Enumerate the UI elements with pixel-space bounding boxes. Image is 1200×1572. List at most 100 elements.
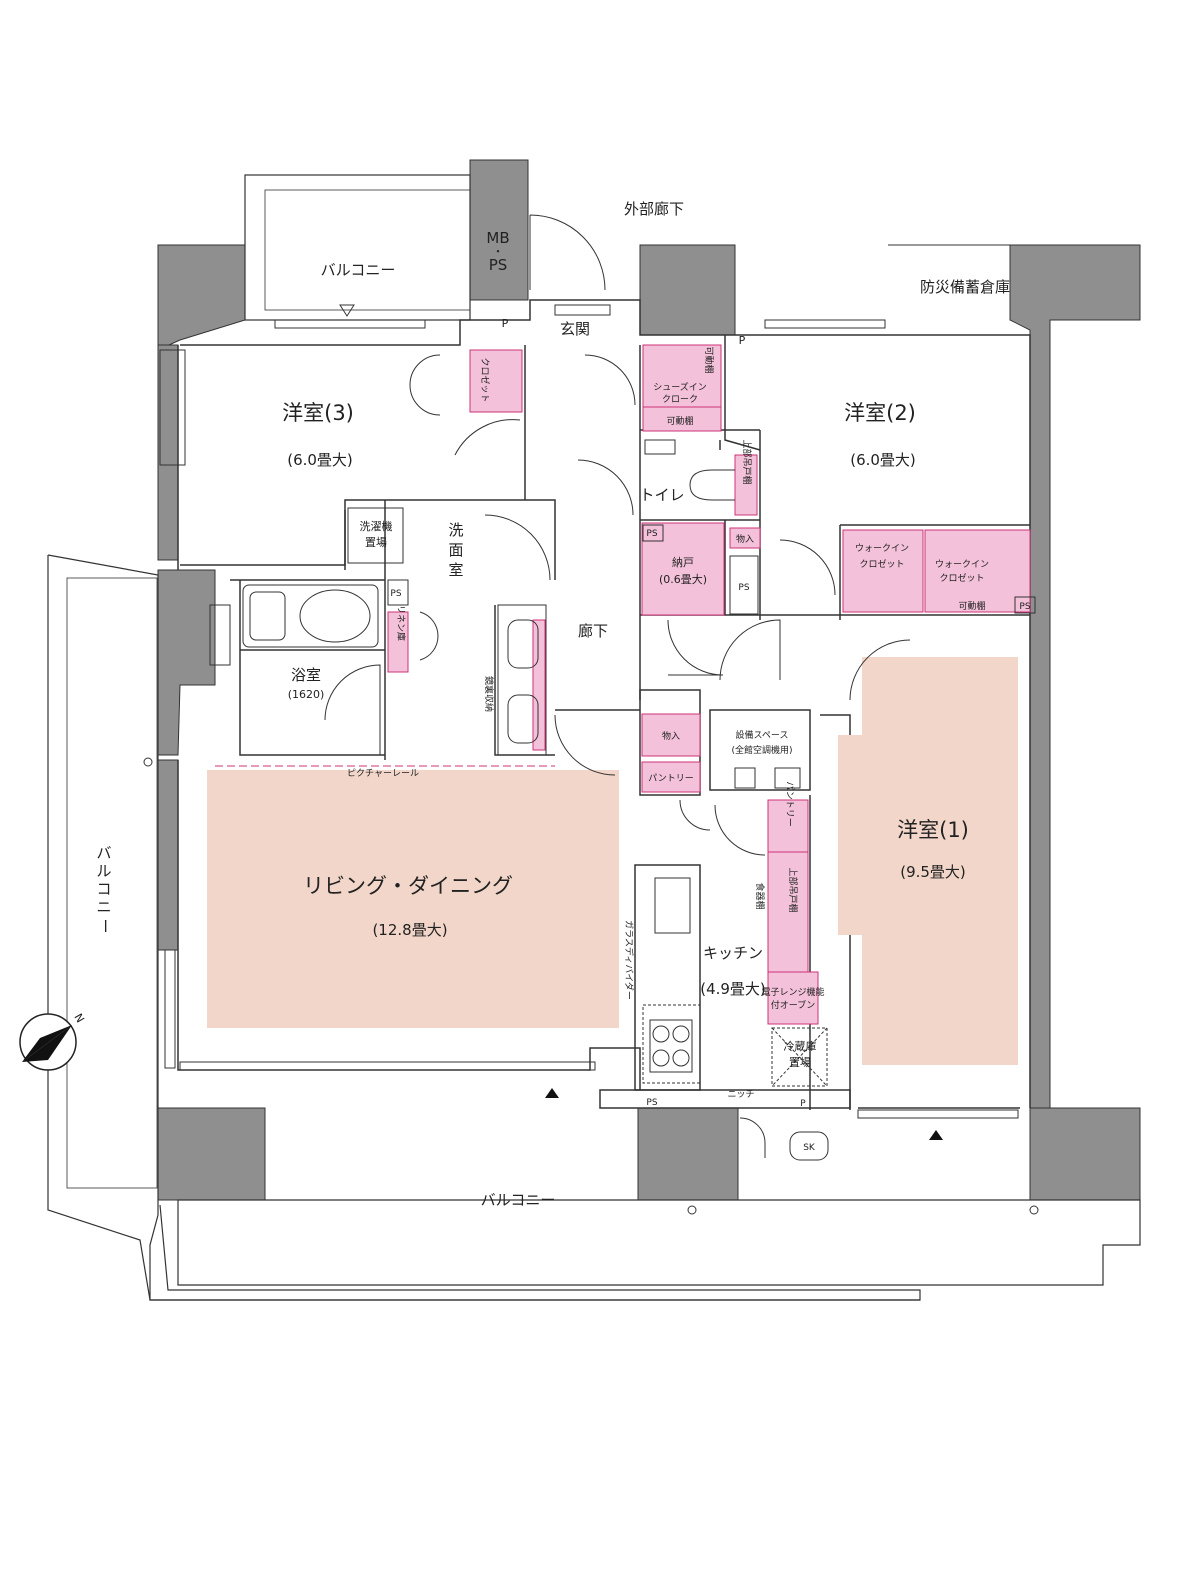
pantry-right-label: パントリー bbox=[784, 781, 795, 826]
linen-label: リネン庫 bbox=[395, 605, 407, 641]
fixtures bbox=[143, 214, 1039, 1215]
wic2-label-b: クロゼット bbox=[939, 572, 984, 584]
ps-kitchen: PS bbox=[646, 1098, 657, 1108]
room3-closet-label: クロゼット bbox=[479, 357, 491, 402]
kitchen-size: (4.9畳大) bbox=[700, 980, 766, 998]
outer-corridor-label: 外部廊下 bbox=[624, 200, 684, 218]
sink-1 bbox=[507, 619, 539, 669]
mirror-cabinet[interactable] bbox=[532, 619, 546, 751]
kitchen-upper-cabinet[interactable] bbox=[767, 851, 809, 973]
compass-north: N bbox=[71, 1011, 86, 1025]
storage-units bbox=[387, 344, 1031, 1025]
kitchen-island-top bbox=[654, 877, 691, 934]
room3-size: (6.0畳大) bbox=[287, 451, 353, 469]
room-highlights bbox=[207, 657, 1018, 1065]
fridge-label-2: 置場 bbox=[789, 1056, 811, 1069]
mono-in-kitchen-label: 物入 bbox=[662, 730, 680, 742]
compass-icon bbox=[19, 1013, 77, 1071]
room3-closet[interactable] bbox=[469, 349, 523, 413]
mbps-label-dot: ・ bbox=[493, 245, 504, 258]
wic1-label-b: クロゼット bbox=[859, 558, 904, 570]
washer-label-1: 洗濯機 bbox=[360, 519, 393, 533]
washroom-label-3: 室 bbox=[448, 561, 463, 579]
living-area-fill bbox=[207, 770, 619, 1028]
toilet-cabinet-label: 上部吊戸棚 bbox=[741, 439, 753, 484]
storage-small-size: (0.6畳大) bbox=[659, 572, 707, 586]
niche-label: ニッチ bbox=[727, 1089, 754, 1100]
room3-name: 洋室(3) bbox=[282, 401, 354, 425]
shoes-movable-shelf[interactable] bbox=[642, 406, 722, 432]
toilet-bowl bbox=[689, 469, 735, 501]
toilet-cabinet[interactable] bbox=[734, 454, 758, 516]
corridor-label: 廊下 bbox=[578, 622, 608, 640]
wic-shelf-label: 可動棚 bbox=[958, 600, 985, 612]
equip-label-2: (全館空調機用) bbox=[731, 744, 792, 756]
wic-1[interactable] bbox=[842, 529, 924, 613]
balcony-west-2: ル bbox=[96, 862, 111, 880]
living-name: リビング・ダイニング bbox=[303, 874, 513, 898]
balcony-south-label: バルコニー bbox=[481, 1191, 556, 1209]
mirror-storage-label: 鏡裏収納 bbox=[483, 676, 495, 712]
sink-2 bbox=[507, 694, 539, 744]
mbps-label-1: MB bbox=[486, 229, 509, 247]
glass-divider-label: ガラスディバイダー bbox=[623, 920, 635, 1000]
ps-closet: PS bbox=[646, 529, 657, 539]
room1-size: (9.5畳大) bbox=[900, 863, 966, 881]
room1-name: 洋室(1) bbox=[897, 818, 969, 842]
linen-cabinet[interactable] bbox=[387, 611, 409, 673]
oven-label-2: 付オーブン bbox=[771, 999, 815, 1011]
wic1-label-a: ウォークイン bbox=[855, 543, 909, 554]
p-kitchen: P bbox=[800, 1099, 806, 1109]
sk-label: SK bbox=[803, 1143, 816, 1153]
ps-wash: PS bbox=[390, 589, 401, 599]
balcony-north-label: バルコニー bbox=[321, 261, 396, 279]
dish-shelf-label: 食器棚 bbox=[754, 882, 766, 909]
balcony-west-5: ー bbox=[96, 918, 114, 933]
entry-markers bbox=[545, 1088, 943, 1140]
wic-2[interactable] bbox=[924, 529, 1031, 613]
balcony-west-1: バ bbox=[96, 844, 111, 862]
washer-label-2: 置場 bbox=[365, 536, 387, 549]
kitchen-name: キッチン bbox=[703, 944, 763, 962]
mono-in-small-label: 物入 bbox=[736, 533, 754, 545]
fridge-space bbox=[771, 1027, 828, 1087]
washroom-label-1: 洗 bbox=[448, 521, 463, 539]
shoes-cloak-label-1: シューズイン bbox=[653, 381, 707, 393]
storage-small-label: 納戸 bbox=[672, 556, 694, 569]
mbps-label-2: PS bbox=[489, 256, 508, 274]
shoes-in-cloak[interactable] bbox=[642, 344, 722, 408]
p-top-right: P bbox=[739, 334, 746, 347]
balcony-west-3: コ bbox=[96, 880, 111, 898]
sk-sink bbox=[789, 1131, 829, 1161]
room2-name: 洋室(2) bbox=[844, 401, 916, 425]
bathtub bbox=[242, 584, 379, 648]
ps-right: PS bbox=[1019, 602, 1030, 612]
kitchen-cabinet-label: 上部吊戸棚 bbox=[787, 867, 799, 912]
fridge-label-1: 冷蔵庫 bbox=[784, 1039, 817, 1053]
shoes-cloak-label-2: クローク bbox=[662, 394, 698, 405]
oven-unit[interactable] bbox=[767, 971, 819, 1025]
oven-label-1: 電子レンジ機能 bbox=[761, 986, 824, 998]
text-labels: 外部廊下 MB ・ PS バルコニー 防災備蓄倉庫 玄関 P P 洋室(3) (… bbox=[71, 200, 1031, 1209]
balcony-west-4: ニ bbox=[96, 898, 111, 916]
windows bbox=[159, 304, 1019, 1119]
pantry-left[interactable] bbox=[641, 761, 701, 793]
ps-pantry: PS bbox=[738, 583, 749, 593]
mono-in-kitchen[interactable] bbox=[641, 713, 701, 757]
cooktop bbox=[642, 1004, 701, 1084]
living-size: (12.8畳大) bbox=[372, 921, 447, 939]
shoes-shelf-label-2: 可動棚 bbox=[666, 415, 693, 427]
storage-room[interactable] bbox=[641, 522, 725, 616]
picture-rail-label: ピクチャーレール bbox=[347, 768, 419, 779]
room2-size: (6.0畳大) bbox=[850, 451, 916, 469]
walls bbox=[157, 159, 1141, 1201]
mono-in-small[interactable] bbox=[729, 527, 761, 549]
balcony-outlines bbox=[47, 174, 1141, 1301]
toilet-label: トイレ bbox=[639, 486, 684, 504]
disaster-storage-label: 防災備蓄倉庫 bbox=[920, 278, 1010, 296]
shoes-shelf-label: 可動棚 bbox=[703, 346, 715, 373]
equip-label-1: 設備スペース bbox=[736, 729, 789, 741]
entrance-label: 玄関 bbox=[560, 320, 590, 338]
bath-size: (1620) bbox=[288, 688, 325, 701]
